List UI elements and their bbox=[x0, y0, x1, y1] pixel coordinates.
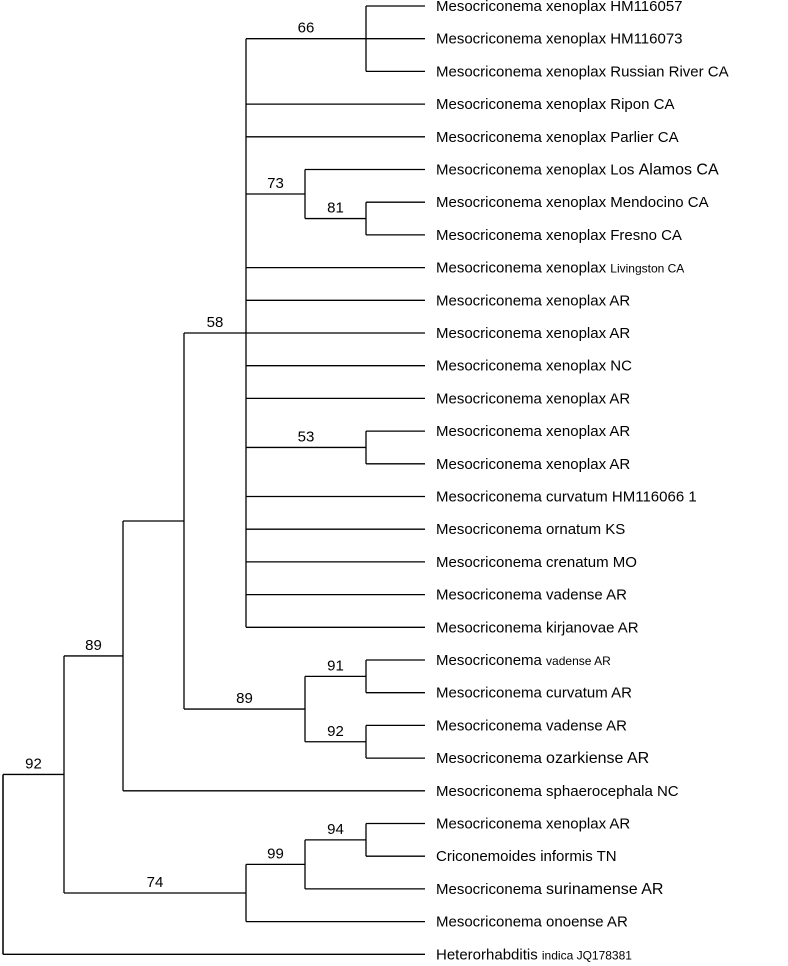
support-value-n81: 81 bbox=[327, 200, 344, 217]
support-value-n94: 94 bbox=[327, 821, 344, 838]
support-value-n66: 66 bbox=[298, 20, 315, 37]
taxon-label-t12: Mesocriconema xenoplax NC bbox=[436, 358, 632, 375]
support-value-n53: 53 bbox=[298, 428, 315, 445]
taxon-label-t26: Mesocriconema xenoplax AR bbox=[436, 816, 630, 833]
support-value-n58: 58 bbox=[207, 314, 224, 331]
taxon-label-t30: Heterorhabditis indica JQ178381 bbox=[436, 946, 632, 963]
taxon-label-t11: Mesocriconema xenoplax AR bbox=[436, 325, 630, 342]
taxon-label-t25: Mesocriconema sphaerocephala NC bbox=[436, 783, 679, 800]
taxon-label-t3: Mesocriconema xenoplax Russian River CA bbox=[436, 63, 729, 80]
taxon-label-t23: Mesocriconema vadense AR bbox=[436, 717, 627, 734]
support-value-n73: 73 bbox=[267, 175, 284, 192]
taxon-label-t18: Mesocriconema crenatum MO bbox=[436, 554, 637, 571]
taxon-label-t22: Mesocriconema curvatum AR bbox=[436, 685, 632, 702]
taxon-label-t19: Mesocriconema vadense AR bbox=[436, 587, 627, 604]
support-values: 66 81 73 53 58 91 92 89 89 94 99 74 92 bbox=[25, 20, 344, 891]
taxon-label-t21: Mesocriconema vadense AR bbox=[436, 652, 611, 669]
taxon-label-t15: Mesocriconema xenoplax AR bbox=[436, 456, 630, 473]
taxon-label-t29: Mesocriconema onoense AR bbox=[436, 914, 628, 931]
support-value-n99: 99 bbox=[267, 845, 284, 862]
taxon-label-t1: Mesocriconema xenoplax HM116057 bbox=[436, 0, 683, 15]
support-value-n74: 74 bbox=[147, 874, 164, 891]
taxon-label-t10: Mesocriconema xenoplax AR bbox=[436, 292, 630, 309]
support-value-n92b: 92 bbox=[327, 723, 344, 740]
taxon-label-t2: Mesocriconema xenoplax HM116073 bbox=[436, 31, 683, 48]
taxon-label-t20: Mesocriconema kirjanovae AR bbox=[436, 619, 639, 636]
taxon-label-t6: Mesocriconema xenoplax Los Alamos CA bbox=[436, 162, 719, 179]
taxon-label-t5: Mesocriconema xenoplax Parlier CA bbox=[436, 129, 679, 146]
tree-branches bbox=[2, 5, 425, 955]
support-value-n91: 91 bbox=[327, 657, 344, 674]
taxon-label-t13: Mesocriconema xenoplax AR bbox=[436, 390, 630, 407]
taxon-label-t27: Criconemoides informis TN bbox=[436, 848, 617, 865]
taxon-label-t28: Mesocriconema surinamense AR bbox=[436, 881, 663, 898]
taxon-label-t8: Mesocriconema xenoplax Fresno CA bbox=[436, 227, 682, 244]
taxon-label-t16: Mesocriconema curvatum HM116066 1 bbox=[436, 489, 697, 506]
taxon-label-t9: Mesocriconema xenoplax Livingston CA bbox=[436, 260, 684, 277]
taxon-label-t7: Mesocriconema xenoplax Mendocino CA bbox=[436, 194, 709, 211]
support-value-n89top: 89 bbox=[85, 637, 102, 654]
taxon-label-t4: Mesocriconema xenoplax Ripon CA bbox=[436, 96, 674, 113]
taxon-label-t17: Mesocriconema ornatum KS bbox=[436, 521, 625, 538]
taxon-label-t24: Mesocriconema ozarkiense AR bbox=[436, 750, 649, 767]
taxon-labels: Mesocriconema xenoplax HM116057Mesocrico… bbox=[436, 0, 729, 963]
taxon-label-t14: Mesocriconema xenoplax AR bbox=[436, 423, 630, 440]
support-value-n92a: 92 bbox=[25, 755, 42, 772]
support-value-n89b: 89 bbox=[236, 690, 253, 707]
